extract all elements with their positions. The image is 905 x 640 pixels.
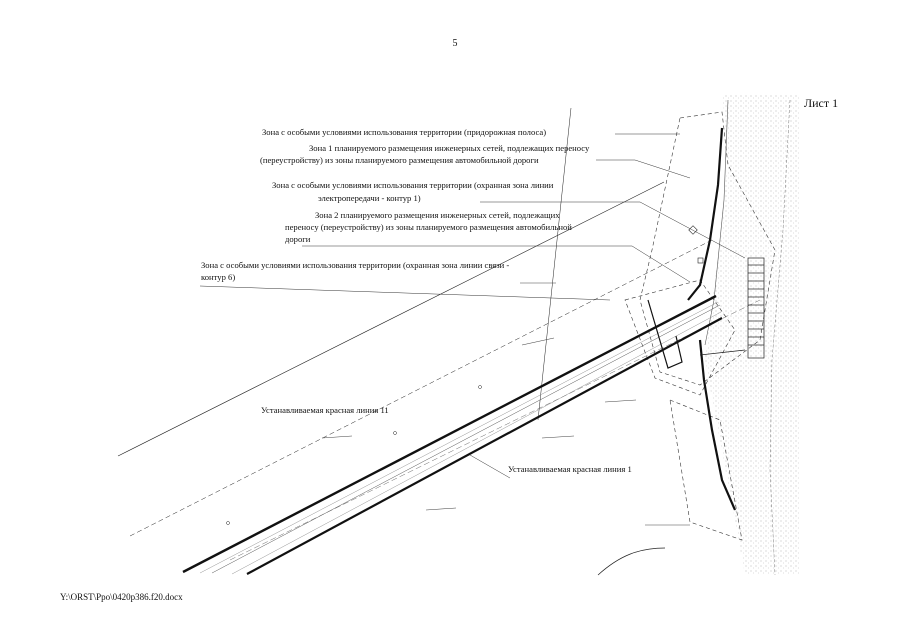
road-shoulder-a [199,301,719,574]
label-zone2-line3: дороги [285,234,311,244]
utility-line [647,299,683,369]
marker-square-b [697,257,704,264]
zone-right-outline [669,399,743,541]
plot-marks [321,282,690,526]
label-zone-comm-line2: контур 6) [201,272,236,282]
leader-lines [199,133,746,479]
label-zone-power-line1: Зона с особыми условиями использования т… [272,180,554,190]
marker-dot-c [226,521,230,525]
label-red-line-1: Устанавливаемая красная линия 1 [508,464,632,474]
road-edge-right [769,99,791,576]
road-shoulder-b [231,311,722,575]
page-number: 5 [452,38,458,49]
label-zone1-line2: (переустройству) из зоны планируемого ра… [260,155,539,165]
red-line-right-lower [698,339,737,511]
roadside-band [705,95,800,575]
label-zone1-line1: Зона 1 планируемого размещения инженерны… [309,143,590,153]
hatched-block [747,257,765,359]
label-zone2-line1: Зона 2 планируемого размещения инженерны… [315,210,560,220]
red-line-1 [246,317,723,575]
label-zone-roadside: Зона с особыми условиями использования т… [262,127,547,137]
corner-curve [597,547,666,576]
zone2-outline [624,279,736,396]
boundary-line-a [117,181,665,457]
marker-square-a [688,225,698,235]
label-zone2-line2: переносу (переустройству) из зоны планир… [285,222,572,232]
label-red-line-11: Устанавливаемая красная линия 11 [261,405,389,415]
sheet-label: Лист 1 [804,96,839,110]
label-zone-comm-line1: Зона с особыми условиями использования т… [201,260,510,270]
utility-line-2 [699,349,746,356]
road-centre [211,304,721,574]
red-line-11 [182,294,717,574]
marker-dot-b [478,385,482,389]
footer-file-path: Y:\ORST\Ppo\0420p386.f20.docx [60,592,183,602]
boundary-line-c [229,299,761,561]
red-line-right [687,127,724,301]
label-zone-power-line2: электропередачи - контур 1) [318,193,421,203]
boundary-line-b [129,239,713,537]
marker-dot-a [393,431,397,435]
vertical-line [537,107,572,421]
